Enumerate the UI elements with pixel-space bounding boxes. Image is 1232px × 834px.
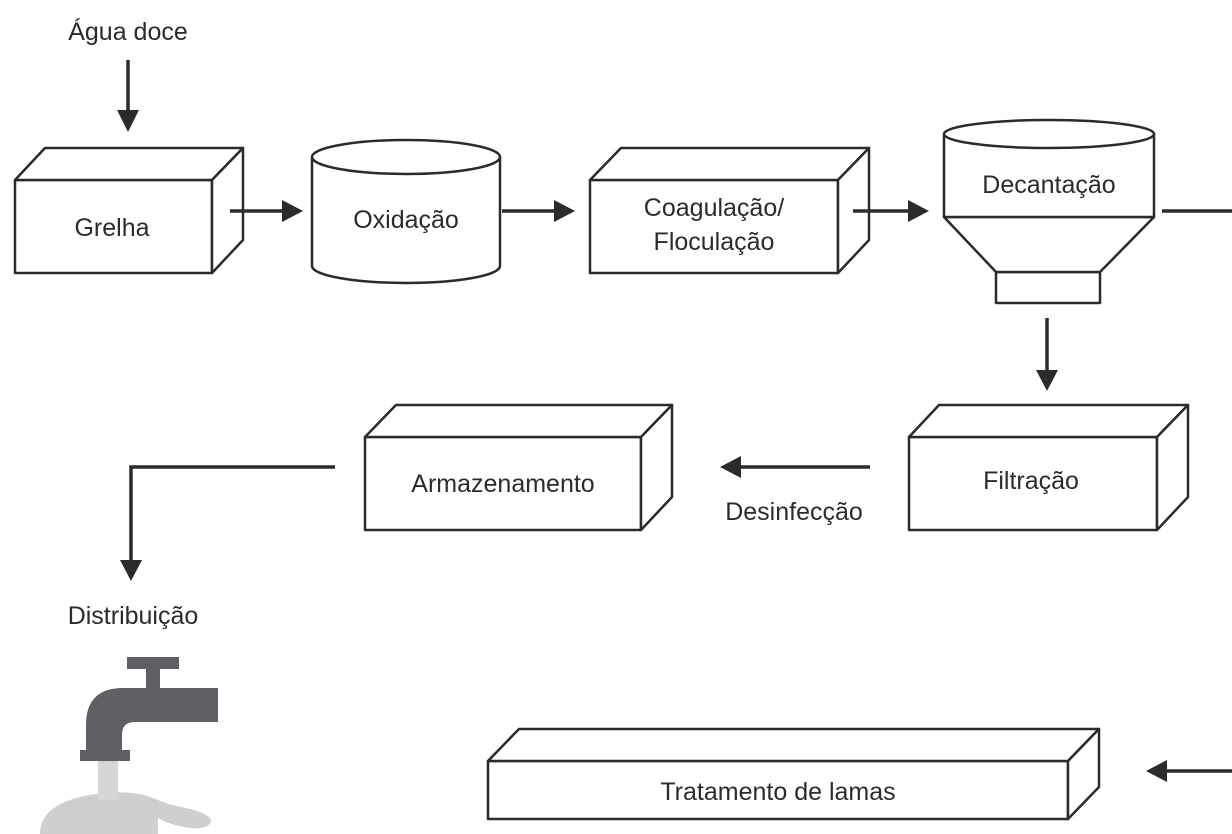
filtracao-box: Filtração [907,403,1190,532]
input-label: Água doce [68,17,188,46]
floculacao-label: Floculação [654,228,775,256]
arrow-filtracao-to-armazenamento [720,456,870,478]
oxidacao-label: Oxidação [353,206,459,234]
coagulacao-floculacao-box: Coagulação/ Floculação [588,146,871,275]
grelha-box: Grelha [13,146,245,275]
tratamento-lamas-label: Tratamento de lamas [660,778,895,806]
oxidacao-cylinder: Oxidação [310,138,502,285]
arrow-sludge-to-tratamento [1146,760,1232,782]
arrow-coagulacao-to-decantacao [853,200,929,222]
desinfeccao-label: Desinfecção [725,498,863,526]
filtracao-label: Filtração [983,467,1079,495]
coagulacao-label: Coagulação/ [644,194,784,222]
arrow-grelha-to-oxidacao [230,200,303,222]
arrow-armazenamento-to-distribuicao [120,465,335,581]
armazenamento-box: Armazenamento [363,403,674,532]
faucet-icon [40,657,218,834]
arrow-input-to-grelha [117,60,139,132]
decantacao-label: Decantação [982,171,1115,199]
arrow-oxidacao-to-coagulacao [502,200,575,222]
arrow-decantacao-to-filtracao [1036,318,1058,391]
distribuicao-label: Distribuição [68,602,199,630]
decantacao-tank: Decantação [942,118,1156,305]
armazenamento-label: Armazenamento [411,470,594,498]
tratamento-lamas-box: Tratamento de lamas [486,727,1101,821]
grelha-label: Grelha [74,214,149,242]
